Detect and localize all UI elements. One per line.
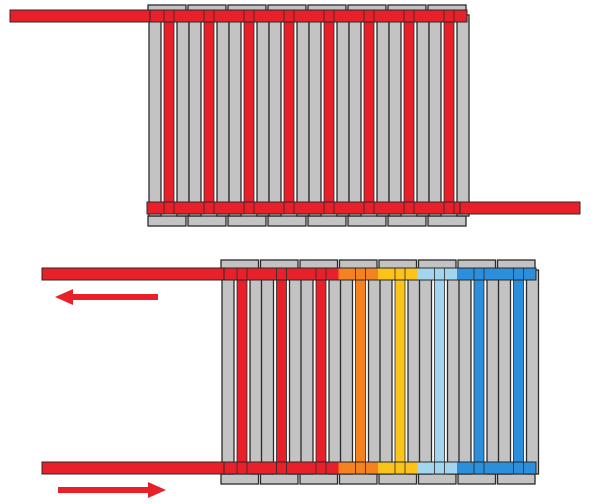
section-fin [348, 14, 362, 217]
top-radiator [9, 4, 581, 227]
section-fin [228, 14, 242, 217]
section-bottom-cap [220, 473, 260, 485]
section-fin [256, 14, 270, 217]
section-water-channel [243, 9, 255, 215]
section-water-channel [276, 267, 287, 475]
bottom-radiator [41, 259, 540, 498]
section-bottom-cap [378, 473, 418, 485]
section-fin [308, 14, 322, 217]
return-flow-arrow [55, 289, 158, 305]
arrow-head [55, 289, 73, 305]
section-bottom-cap [417, 473, 457, 485]
section-fin [428, 14, 442, 217]
section-water-channel [236, 267, 248, 475]
section-bottom-cap [299, 473, 339, 485]
section-fin [486, 269, 500, 475]
section-water-channel [363, 9, 375, 215]
section-fin [367, 269, 382, 475]
return-pipe [41, 267, 225, 281]
arrow-shaft [73, 294, 158, 300]
section-fin [446, 269, 461, 475]
section-bottom-cap [427, 215, 467, 227]
section-fin [456, 14, 470, 217]
section-fin [376, 14, 390, 217]
section-bottom-cap [267, 215, 307, 227]
section-fin [388, 14, 402, 217]
section-fin [339, 269, 354, 475]
section-fin [418, 269, 433, 475]
section-water-channel [323, 9, 335, 215]
section-fin [336, 14, 350, 217]
section-fin [416, 14, 430, 217]
section-fin [148, 14, 162, 217]
section-water-channel [434, 267, 445, 475]
section-bottom-cap [147, 215, 187, 227]
section-fin [221, 269, 235, 475]
section-water-channel [513, 267, 524, 475]
section-water-channel [355, 267, 366, 475]
section-fin [249, 269, 263, 475]
arrow-shaft [58, 487, 148, 493]
section-bottom-cap [387, 215, 427, 227]
section-fin [379, 269, 393, 475]
section-fin [458, 269, 472, 475]
section-water-channel [163, 9, 175, 215]
section-bottom-cap [307, 215, 347, 227]
section-bottom-cap [347, 215, 387, 227]
section-bottom-cap [496, 473, 536, 485]
section-water-channel [394, 267, 406, 475]
section-water-channel [473, 267, 485, 475]
return-pipe [459, 201, 581, 215]
supply-pipe [41, 461, 225, 475]
section-fin [288, 269, 303, 475]
section-water-channel [403, 9, 415, 215]
section-bottom-cap [457, 473, 497, 485]
section-fin [407, 269, 421, 475]
section-fin [260, 269, 275, 475]
section-fin [188, 14, 202, 217]
section-bottom-cap [259, 473, 299, 485]
section-fin [497, 269, 512, 475]
section-bottom-cap [227, 215, 267, 227]
section-fin [525, 269, 540, 475]
section-fin [296, 14, 310, 217]
section-fin [216, 14, 230, 217]
supply-flow-arrow [58, 482, 166, 498]
section-water-channel [283, 9, 295, 215]
supply-pipe [9, 9, 151, 23]
section-fin [328, 269, 342, 475]
section-bottom-cap [338, 473, 378, 485]
section-fin [176, 14, 190, 217]
section-water-channel [315, 267, 327, 475]
section-bottom-cap [187, 215, 227, 227]
section-water-channel [203, 9, 215, 215]
section-fin [300, 269, 314, 475]
section-water-channel [443, 9, 455, 215]
arrow-head [148, 482, 166, 498]
section-fin [268, 14, 282, 217]
